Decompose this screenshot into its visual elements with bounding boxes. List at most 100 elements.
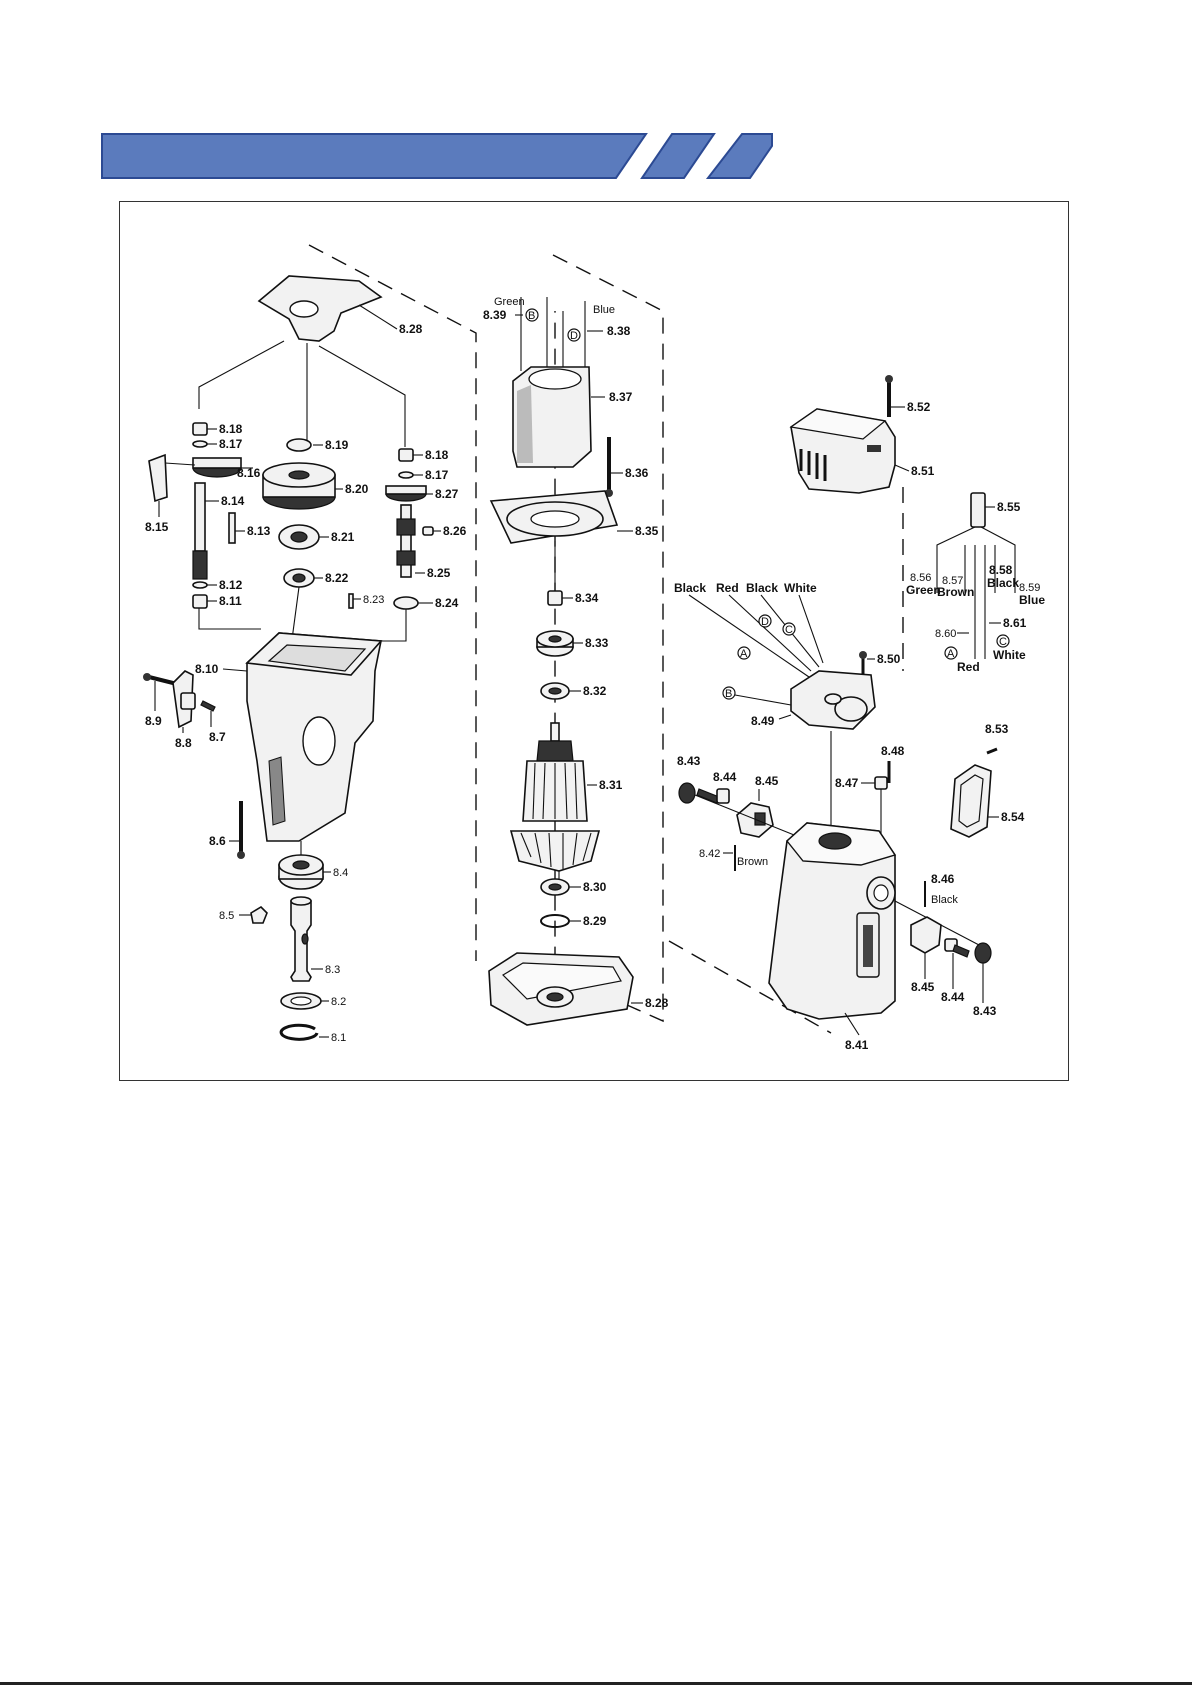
gear-8-25-teeth-b bbox=[396, 550, 416, 566]
plate-link-left bbox=[198, 340, 285, 409]
connector-a-switch-letter: A bbox=[740, 648, 748, 660]
spring-8-7 bbox=[200, 700, 216, 712]
label-8-55: 8.55 bbox=[997, 500, 1021, 514]
label-8-8: 8.8 bbox=[175, 736, 192, 750]
label-8-36: 8.35 bbox=[635, 524, 659, 538]
label-8-19: 8.19 bbox=[325, 438, 349, 452]
label-8-59: 8.59 bbox=[1019, 582, 1040, 594]
banner-stripe-1 bbox=[640, 133, 716, 179]
spring-8-44-right bbox=[952, 944, 970, 958]
label-8-27: 8.27 bbox=[435, 487, 459, 501]
label-8-61: 8.61 bbox=[1003, 616, 1027, 630]
label-8-1: 8.1 bbox=[331, 1032, 346, 1044]
label-8-7: 8.7 bbox=[209, 730, 226, 744]
label-8-18-right: 8.18 bbox=[425, 448, 449, 462]
diagram-frame bbox=[119, 201, 1069, 1081]
spacer-8-35 bbox=[547, 590, 563, 606]
connector-a-harness-letter: A bbox=[947, 648, 955, 660]
lever-8-15 bbox=[148, 453, 168, 503]
connector-a-harness bbox=[944, 646, 958, 660]
motor-housing-8-41-bore bbox=[818, 832, 852, 850]
connector-c-switch bbox=[782, 622, 796, 636]
wire-label-green-856: Green bbox=[906, 583, 941, 597]
label-8-11: 8.11 bbox=[219, 594, 242, 608]
label-8-43-left: 8.43 bbox=[677, 754, 701, 768]
label-8-56: 8.56 bbox=[910, 572, 931, 584]
label-8-49: 8.49 bbox=[751, 714, 775, 728]
label-8-15: 8.15 bbox=[145, 520, 169, 534]
label-8-60: 8.60 bbox=[935, 628, 956, 640]
wire-label-black-1: Black bbox=[674, 581, 706, 595]
label-8-29: 8.28 bbox=[645, 996, 669, 1010]
label-8-14: 8.14 bbox=[221, 494, 245, 508]
label-8-9: 8.9 bbox=[145, 714, 162, 728]
label-8-47: 8.47 bbox=[835, 776, 859, 790]
gear-8-20-hub bbox=[288, 470, 310, 480]
label-8-3: 8.3 bbox=[325, 964, 340, 976]
armature-8-32-windings bbox=[532, 762, 578, 820]
bearing-8-33-inner bbox=[548, 687, 562, 695]
label-8-5: 8.5 bbox=[219, 910, 234, 922]
label-8-2: 8.2 bbox=[331, 996, 346, 1008]
label-8-23: 8.23 bbox=[363, 594, 384, 606]
switch-plate-8-49-knob bbox=[824, 693, 842, 705]
bushing-8-18-left bbox=[192, 422, 208, 436]
armature-8-32-fan bbox=[509, 830, 601, 872]
shaft-8-25 bbox=[400, 504, 412, 578]
wire-label-blue-top: Blue bbox=[593, 304, 615, 316]
label-8-12: 8.12 bbox=[219, 578, 243, 592]
connector-b-top-letter: B bbox=[528, 310, 535, 322]
leader-8-10 bbox=[222, 668, 248, 672]
pin-8-26 bbox=[422, 526, 434, 536]
brush-holder-8-45-right bbox=[910, 916, 942, 954]
washer-8-12 bbox=[192, 581, 208, 589]
wire-label-green-top: Green bbox=[494, 296, 525, 308]
brush-cap-8-43-right bbox=[974, 942, 992, 964]
wire-label-blue-859: Blue bbox=[1019, 593, 1045, 607]
label-8-51: 8.51 bbox=[911, 464, 935, 478]
label-8-57: 8.57 bbox=[942, 575, 963, 587]
gear-plate-8-28 bbox=[257, 275, 383, 342]
label-8-44-left: 8.44 bbox=[713, 770, 737, 784]
spindle-8-3-notch bbox=[301, 933, 309, 945]
stator-8-38-shade bbox=[517, 385, 533, 463]
bearing-8-21-inner bbox=[290, 531, 308, 543]
label-8-52: 8.52 bbox=[907, 400, 931, 414]
wire-red-1 bbox=[728, 594, 812, 672]
baffle-8-36-hole bbox=[530, 510, 580, 528]
motor-cover-8-51-vents bbox=[799, 449, 827, 481]
housing-assembly: 8.52 8.51 8.55 8.56 Green 8.57 Brown 8.5… bbox=[674, 375, 1045, 1052]
pin-8-23 bbox=[348, 593, 354, 609]
label-8-6: 8.6 bbox=[209, 834, 226, 848]
gear-8-25-teeth-a bbox=[396, 518, 416, 536]
stator-8-38 bbox=[512, 366, 592, 468]
motor-base-8-29-hole bbox=[546, 992, 564, 1002]
motor-housing-8-41-switch bbox=[863, 925, 873, 967]
gear-8-14-teeth bbox=[192, 550, 208, 580]
label-8-54: 8.54 bbox=[1001, 810, 1025, 824]
leader-8-49 bbox=[778, 714, 792, 720]
wire-black-1 bbox=[688, 594, 810, 678]
link-bushing-left bbox=[198, 608, 261, 630]
stator-8-38-bore bbox=[528, 368, 582, 390]
label-8-33: 8.32 bbox=[583, 684, 607, 698]
bushing-8-34-hole bbox=[548, 635, 562, 643]
clamp-8-47 bbox=[874, 776, 888, 790]
plate-link-right bbox=[318, 345, 406, 447]
link-bushing-right bbox=[377, 609, 407, 642]
label-8-17-right: 8.17 bbox=[425, 468, 449, 482]
leader-8-51 bbox=[894, 464, 910, 472]
banner-bar bbox=[101, 133, 648, 179]
section-header-banner bbox=[101, 133, 773, 179]
label-8-32: 8.31 bbox=[599, 778, 623, 792]
leader-8-28 bbox=[358, 304, 398, 330]
wire-label-black-858: Black bbox=[987, 576, 1019, 590]
bearing-8-31-inner bbox=[548, 883, 562, 891]
bushing-8-18-right bbox=[398, 448, 414, 462]
label-8-58: 8.58 bbox=[989, 563, 1013, 577]
connector-b-top bbox=[525, 308, 539, 322]
label-8-20: 8.20 bbox=[345, 482, 369, 496]
cap-8-5 bbox=[250, 905, 268, 924]
spring-8-44-left bbox=[696, 788, 720, 804]
leader-8-41 bbox=[844, 1012, 860, 1036]
